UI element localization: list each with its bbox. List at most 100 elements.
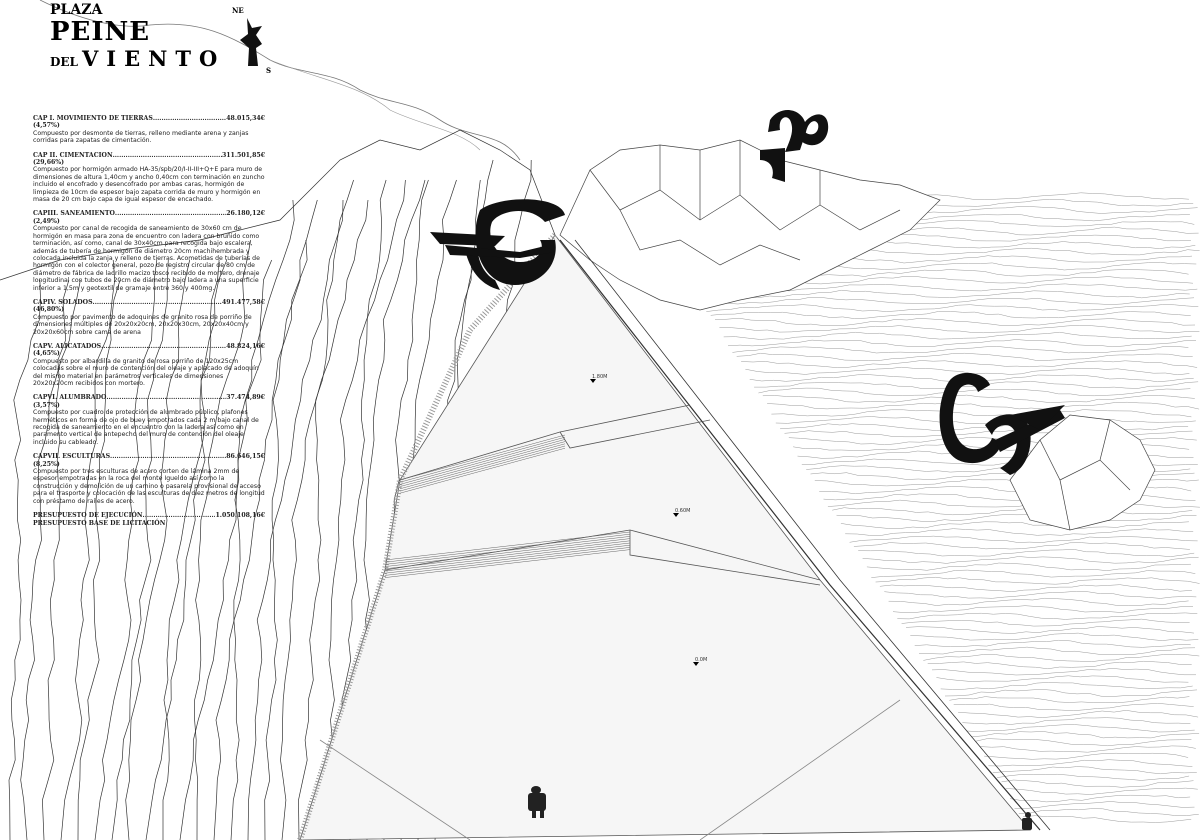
step-line <box>399 436 566 483</box>
cliff-contour <box>247 199 344 840</box>
wave-line <box>840 521 1189 529</box>
chapter-title: CAPVI. ALUMBRADO <box>33 394 107 402</box>
step-line <box>399 441 566 487</box>
wave-line <box>923 654 1200 662</box>
chapter-amount: 37.474,89€ <box>226 394 265 402</box>
budget-chapter: CAPV. ALICATADOS48.824,16€ (4,65%) Compu… <box>33 343 265 387</box>
budget-summary: CAP I. MOVIMIENTO DE TIERRAS48.015,34€ (… <box>33 115 265 527</box>
wave-line <box>949 696 1190 704</box>
execution-budget-amount: 1.050.108,16€ <box>215 512 265 520</box>
sculpture-peine-1 <box>430 199 565 290</box>
compass-ne-label: NE <box>232 6 244 15</box>
wave-line <box>910 632 1199 641</box>
wave-line <box>940 682 1193 690</box>
chapter-percent: (2,49%) <box>33 217 60 225</box>
wave-line <box>931 668 1196 676</box>
wave-line <box>871 569 1196 578</box>
cliff-contour <box>77 259 116 840</box>
step-line <box>399 443 566 490</box>
steps <box>384 434 631 578</box>
compass-rose-icon <box>240 18 262 66</box>
wave-line <box>997 773 1190 781</box>
chapter-amount: 48.015,34€ <box>226 115 265 122</box>
step-line <box>384 531 631 561</box>
budget-chapter: CAP I. MOVIMIENTO DE TIERRAS48.015,34€ (… <box>33 115 265 145</box>
chapter-percent: (4,65%) <box>33 350 60 358</box>
cliff-contour <box>194 239 252 840</box>
step-line <box>399 447 566 494</box>
rocks-top <box>559 139 941 311</box>
wave-line <box>701 297 1195 305</box>
step-line <box>384 536 631 565</box>
wave-line <box>953 703 1194 711</box>
step-line <box>384 547 631 576</box>
wave-line <box>984 752 1189 760</box>
wave-line <box>736 352 1193 361</box>
chapter-description: Compuesto por hormigón armado HA-35/spb/… <box>33 166 265 204</box>
chapter-heading: CAP I. MOVIMIENTO DE TIERRAS48.015,34€ <box>33 115 265 122</box>
cliff-contour <box>94 259 158 840</box>
chapter-description: Compuesto por pavimento de adoquines de … <box>33 313 252 336</box>
step-line <box>399 434 566 481</box>
cliff-contour <box>162 259 228 840</box>
plaza-pavement <box>299 234 1031 840</box>
wave-line <box>836 514 1197 522</box>
chapter-title: CAP II. CIMENTACIÓN <box>33 151 113 159</box>
cliff-contour <box>145 259 220 840</box>
wave-line <box>771 409 1192 418</box>
title-line-plaza: PLAZA <box>50 2 103 18</box>
wave-line <box>862 556 1199 564</box>
chapter-title: CAPVII. ESCULTURAS <box>33 453 111 461</box>
wave-line <box>914 639 1191 648</box>
gravel-strip <box>297 232 558 840</box>
wave-line <box>888 597 1189 606</box>
wave-line <box>879 584 1192 592</box>
wave-line <box>723 331 1192 340</box>
wave-line <box>988 759 1193 767</box>
wave-line <box>858 549 1195 557</box>
cliff-contour <box>280 199 369 840</box>
step-line <box>384 533 631 563</box>
wave-line <box>905 626 1195 634</box>
sculpture-peine-2 <box>760 110 829 182</box>
wave-line <box>762 394 1195 403</box>
ridge-line <box>39 0 521 161</box>
wave-line <box>962 717 1191 725</box>
chapter-amount: 311.501,85€ <box>221 151 265 159</box>
wave-line <box>927 660 1192 670</box>
wave-line <box>875 576 1200 585</box>
step-line <box>384 544 631 574</box>
wave-line <box>918 646 1196 655</box>
cliff-crest <box>0 129 556 281</box>
cliff-contour <box>179 259 273 840</box>
chapter-description: Compuesto por cuadro de protección de al… <box>33 409 259 446</box>
budget-chapter: CAPVII. ESCULTURAS86.646,15€ (8,25%) Com… <box>33 453 265 505</box>
chapter-heading: CAPIV. SOLADOS491.477,58€ <box>33 299 265 306</box>
chapter-title: CAPV. ALICATADOS <box>33 342 102 350</box>
tender-budget-row: PRESUPUESTO BASE DE LICITACIÓN <box>33 520 265 527</box>
chapter-heading: CAP II. CIMENTACIÓN 311.501,85€ <box>33 152 265 159</box>
budget-chapter: CAP II. CIMENTACIÓN311.501,85€ (29,66%) … <box>33 152 265 204</box>
chapter-heading: CAPV. ALICATADOS48.824,16€ <box>33 343 265 350</box>
cliffs <box>0 129 556 840</box>
seawall <box>559 239 1041 831</box>
step-line <box>384 538 631 567</box>
chapter-amount: 491.477,58€ <box>221 298 265 306</box>
rock-island <box>1009 414 1156 531</box>
chapter-percent: (46,80%) <box>33 306 65 314</box>
step-line <box>399 439 566 485</box>
wave-line <box>853 542 1190 550</box>
chapter-title: CAPIII. SANEAMIENTO <box>33 210 115 218</box>
wave-line <box>1010 794 1191 803</box>
wave-line <box>897 612 1198 620</box>
wave-line <box>849 535 1198 543</box>
cliff-contour <box>298 179 354 840</box>
step-line <box>384 542 631 572</box>
wave-line <box>966 724 1195 733</box>
tender-budget-label: PRESUPUESTO BASE DE LICITACIÓN <box>33 519 166 527</box>
wave-line <box>884 591 1197 599</box>
wave-line <box>775 416 1196 424</box>
wave-line <box>706 304 1199 312</box>
wave-line <box>892 605 1193 613</box>
